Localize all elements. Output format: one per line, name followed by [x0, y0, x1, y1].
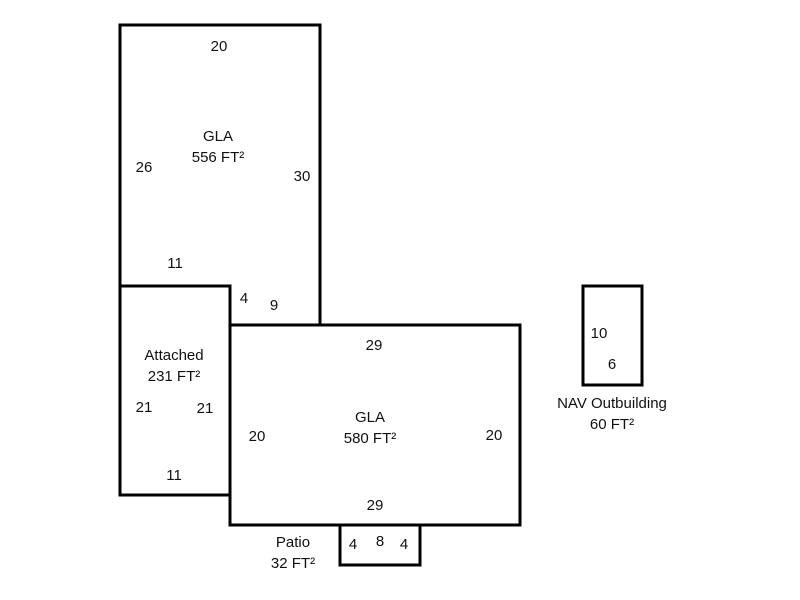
patio-outline: [338, 523, 422, 567]
gla-upper-name: GLA: [202, 128, 234, 145]
dim-patio-top: 8: [375, 533, 385, 550]
gla-upper-label: GLA 556 FT²: [192, 126, 245, 168]
dim-gla-upper-top: 20: [210, 38, 228, 55]
patio-label: Patio 32 FT²: [271, 532, 315, 574]
dim-patio-left: 4: [348, 536, 358, 553]
dim-gla-upper-bottom: 11: [167, 255, 183, 272]
attached-name: Attached: [144, 347, 204, 364]
dim-attached-right: 21: [196, 400, 214, 417]
gla-lower-name: GLA: [354, 409, 386, 426]
gla-lower-outline: [228, 323, 522, 527]
dim-attached-bottom: 11: [166, 467, 182, 484]
patio-name: Patio: [275, 534, 311, 551]
dim-gla-lower-top: 29: [365, 337, 383, 354]
dim-gla-lower-bottom: 29: [366, 497, 384, 514]
dim-gla-upper-left: 26: [135, 159, 153, 176]
gla-upper-outline: [118, 23, 322, 327]
nav-outbuilding-outline: [581, 284, 644, 387]
attached-label: Attached 231 FT²: [144, 345, 203, 387]
dim-gla-lower-right: 20: [485, 427, 503, 444]
dim-gla-upper-right: 30: [293, 168, 311, 185]
patio-area: 32 FT²: [270, 555, 316, 572]
dim-gla-upper-step-vertical: 4: [239, 290, 249, 307]
dim-gla-lower-left: 20: [248, 428, 266, 445]
gla-upper-area: 556 FT²: [191, 149, 245, 166]
attached-area: 231 FT²: [147, 368, 201, 385]
dim-outbuilding-width: 6: [607, 356, 617, 373]
nav-outbuilding-area: 60 FT²: [589, 416, 635, 433]
dim-patio-right: 4: [399, 536, 409, 553]
dim-outbuilding-height: 10: [590, 325, 608, 342]
gla-lower-label: GLA 580 FT²: [344, 407, 397, 449]
dim-gla-upper-step-horizontal: 9: [269, 297, 279, 314]
attached-outline: [118, 284, 232, 497]
nav-outbuilding-name: NAV Outbuilding: [557, 395, 667, 412]
gla-lower-area: 580 FT²: [343, 430, 397, 447]
nav-outbuilding-label: NAV Outbuilding 60 FT²: [557, 393, 667, 435]
dim-attached-left: 21: [135, 399, 153, 416]
